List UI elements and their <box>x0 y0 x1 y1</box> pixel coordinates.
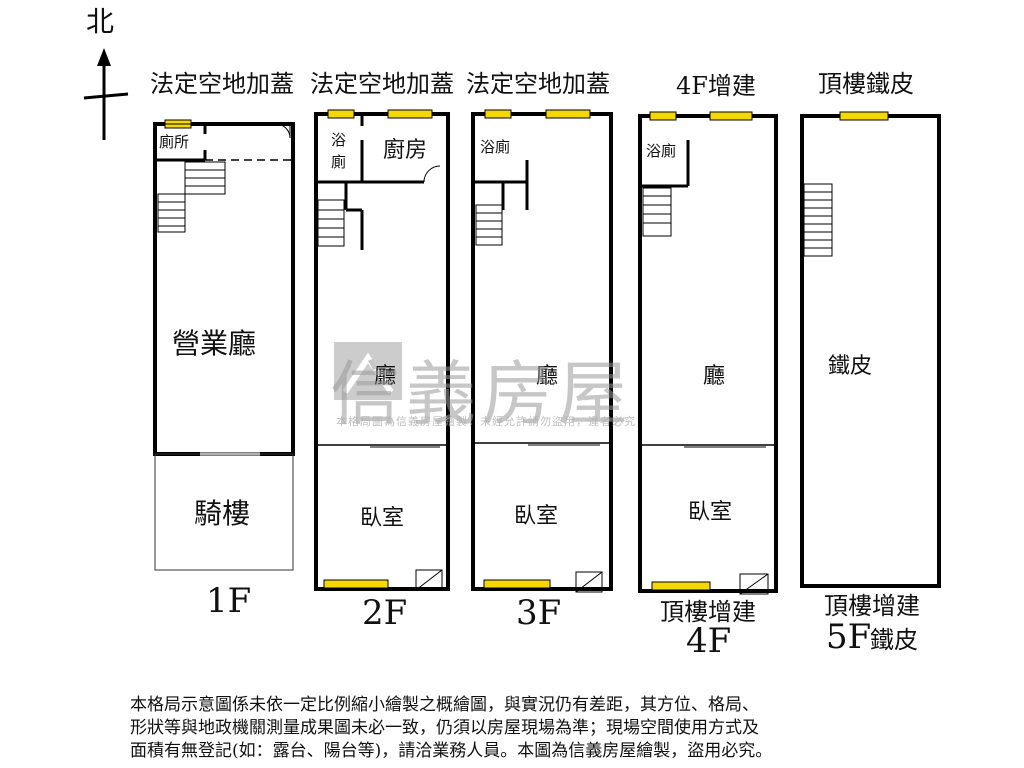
title-5f: 頂樓鐵皮 <box>818 70 914 98</box>
room-5f-iron-sheet: 鐵皮 <box>828 354 873 379</box>
room-1f-arcade: 騎樓 <box>194 497 251 530</box>
floor-label-2f: 2F <box>362 593 408 633</box>
title-2f: 法定空地加蓋 <box>310 70 454 98</box>
watermark-brand: 信義房屋 <box>330 353 634 435</box>
room-2f-living: 廳 <box>374 364 397 389</box>
room-4f-bathroom: 浴廁 <box>646 142 677 160</box>
watermark-subtext: 本格局圖為信義房屋繪製，未經允許請勿盜用，違者必究 <box>336 415 636 428</box>
plan-3f <box>471 109 613 593</box>
disclaimer-line: 形狀等與地政機關測量成果圖未必一致，仍須以房屋現場為準；現場空間使用方式及 <box>130 718 759 738</box>
disclaimer-line: 本格局示意圖係未依一定比例縮小繪製之概繪圖，與實況仍有差距，其方位、格局、 <box>130 695 759 715</box>
room-2f-kitchen: 廚房 <box>383 138 428 163</box>
room-2f-toilet: 廁 <box>331 153 347 171</box>
disclaimer: 本格局示意圖係未依一定比例縮小繪製之概繪圖，與實況仍有差距，其方位、格局、 形狀… <box>130 694 890 763</box>
north-arrow <box>83 48 129 140</box>
room-4f-bedroom: 臥室 <box>688 500 733 525</box>
floor-note2-5f: 鐵皮 <box>870 626 918 654</box>
title-4f: 4F增建 <box>676 72 756 100</box>
watermark-logo <box>334 342 402 400</box>
disclaimer-line: 面積有無登記(如：露台、陽台等)，請洽業務人員。本圖為信義房屋繪製，盜用必究。 <box>130 741 773 761</box>
room-3f-bathroom: 浴廁 <box>480 138 511 156</box>
room-2f-bedroom: 臥室 <box>360 506 405 531</box>
plan-2f <box>314 109 450 591</box>
room-4f-living: 廳 <box>703 364 726 389</box>
floor-label-3f: 3F <box>516 593 562 633</box>
north-label: 北 <box>86 5 115 38</box>
plan-5f <box>800 111 941 588</box>
room-1f-toilet: 廁所 <box>159 133 190 151</box>
room-3f-living: 廳 <box>536 364 559 389</box>
room-2f-bath: 浴 <box>331 131 347 149</box>
floor-label-4f: 4F <box>686 621 732 661</box>
floor-note-4f: 頂樓增建 <box>660 598 756 626</box>
room-3f-bedroom: 臥室 <box>514 504 559 529</box>
room-1f-business-hall: 營業廳 <box>172 327 257 360</box>
floor-note-5f: 頂樓增建 <box>824 592 920 620</box>
title-1f: 法定空地加蓋 <box>150 70 294 98</box>
floor-label-5f: 5F <box>826 617 872 657</box>
plan-1f <box>153 119 295 571</box>
title-3f: 法定空地加蓋 <box>466 70 610 98</box>
floor-label-1f: 1F <box>206 581 252 621</box>
plan-4f <box>638 111 778 595</box>
